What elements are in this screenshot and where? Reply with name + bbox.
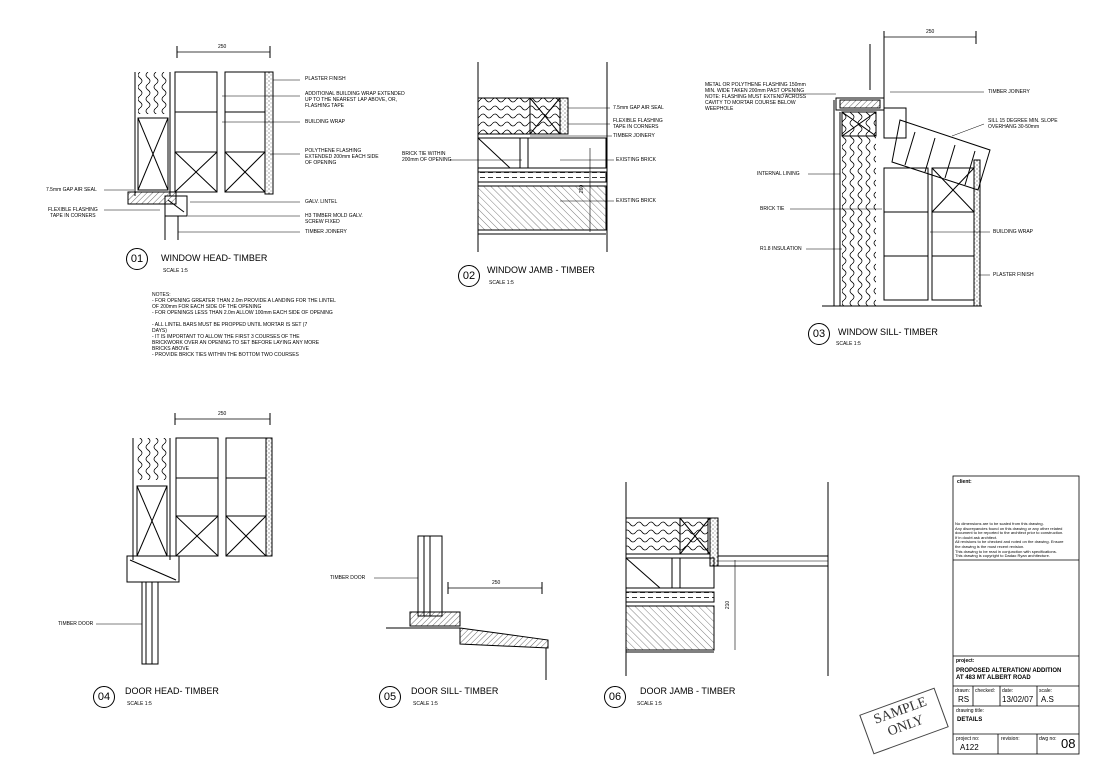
tb-project-no: A122 <box>960 743 979 752</box>
d03-label: PLASTER FINISH <box>993 272 1034 278</box>
tb-date-label: date: <box>1002 688 1014 694</box>
d03-title: WINDOW SILL- TIMBER <box>838 327 938 337</box>
d01-title: WINDOW HEAD- TIMBER <box>161 253 268 263</box>
d03-label: SILL 15 DEGREE MIN. SLOPE OVERHANG 30-50… <box>988 118 1058 130</box>
d02-label: 7.5mm GAP AIR SEAL <box>613 105 664 111</box>
d01-label: TIMBER JOINERY <box>305 229 347 235</box>
tb-revision-label: revision: <box>1001 736 1020 742</box>
detail-06-door-jamb <box>625 482 829 676</box>
d05-dimension: 250 <box>492 580 501 586</box>
d03-label: INTERNAL LINING <box>757 171 800 177</box>
d05-scale: SCALE 1:5 <box>413 701 438 707</box>
tb-drawn-label: drawn: <box>955 688 971 694</box>
tb-project-no-label: project no: <box>956 736 980 742</box>
d01-dimension: 250 <box>218 44 227 50</box>
d03-label: BUILDING WRAP <box>993 229 1034 235</box>
tb-scale-label: scale: <box>1039 688 1053 694</box>
d03-scale: SCALE 1:5 <box>836 341 861 347</box>
d02-number: 02 <box>458 265 480 287</box>
notes-heading: NOTES: <box>152 292 171 298</box>
d04-title: DOOR HEAD- TIMBER <box>125 686 219 696</box>
detail-04-door-head <box>96 413 273 665</box>
tb-drawing-title: DETAILS <box>957 717 983 723</box>
tb-checked-label: checked: <box>975 688 996 694</box>
d06-number: 06 <box>604 686 626 708</box>
d06-dimension: 210 <box>725 600 732 610</box>
d03-label: BRICK TIE <box>760 206 785 212</box>
d01-label: ADDITIONAL BUILDING WRAP EXTENDED UP TO … <box>305 91 405 109</box>
d02-label: EXISTING BRICK <box>616 157 657 163</box>
d04-label: TIMBER DOOR <box>58 621 94 627</box>
detail-03-window-sill <box>782 31 991 307</box>
d01-label: GALV. LINTEL <box>305 199 338 205</box>
d02-label: TIMBER JOINERY <box>613 133 655 139</box>
d03-label: R1.8 INSULATION <box>760 246 802 252</box>
d06-title: DOOR JAMB - TIMBER <box>640 686 736 696</box>
d05-label: TIMBER DOOR <box>330 575 366 581</box>
d02-label: EXISTING BRICK <box>616 198 657 204</box>
tb-client-label: client: <box>957 479 972 485</box>
detail-05-door-sill <box>374 535 549 680</box>
note-line: - IT IS IMPORTANT TO ALLOW THE FIRST 3 C… <box>152 334 320 352</box>
d05-title: DOOR SILL- TIMBER <box>411 686 499 696</box>
tb-project-label: project: <box>956 658 975 664</box>
general-notes: NOTES: - FOR OPENING GREATER THAN 2.0m P… <box>152 292 352 358</box>
d02-label: BRICK TIE WITHIN 200mm OF OPENING <box>402 151 452 163</box>
detail-01-window-head <box>104 46 300 240</box>
d01-label: POLYTHENE FLASHING EXTENDED 200mm EACH S… <box>305 148 379 166</box>
d01-label: 7.5mm GAP AIR SEAL <box>46 187 97 193</box>
d05-number: 05 <box>379 686 401 708</box>
tb-date: 13/02/07 <box>1002 695 1034 704</box>
d01-label: BUILDING WRAP <box>305 119 346 125</box>
title-block-frame <box>952 475 1080 755</box>
d04-number: 04 <box>93 686 115 708</box>
d02-scale: SCALE 1:5 <box>489 280 514 286</box>
d02-label: FLEXIBLE FLASHING TAPE IN CORNERS <box>613 118 663 130</box>
tb-dwg-no-label: dwg no: <box>1039 736 1057 742</box>
tb-project: PROPOSED ALTERATION/ ADDITION AT 483 MT … <box>956 668 1062 681</box>
d02-dimension: 260 <box>579 184 586 194</box>
d01-number: 01 <box>126 248 148 270</box>
detail-02-window-jamb <box>450 62 614 252</box>
d02-title: WINDOW JAMB - TIMBER <box>487 265 595 275</box>
d03-label: TIMBER JOINERY <box>988 89 1030 95</box>
note-line: - FOR OPENING GREATER THAN 2.0m PROVIDE … <box>152 298 336 310</box>
note-line: - ALL LINTEL BARS MUST BE PROPPED UNTIL … <box>152 322 308 334</box>
d01-scale: SCALE 1:5 <box>163 268 188 274</box>
d03-label: METAL OR POLYTHENE FLASHING 150mm MIN. W… <box>705 82 807 112</box>
d03-number: 03 <box>808 323 830 345</box>
d03-dimension: 250 <box>926 29 935 35</box>
d01-label: H3 TIMBER MOLD GALV. SCREW FIXED <box>305 213 363 225</box>
d04-scale: SCALE 1:5 <box>127 701 152 707</box>
d01-label: PLASTER FINISH <box>305 76 346 82</box>
tb-drawn: RS <box>958 695 970 704</box>
d01-label: FLEXIBLE FLASHING TAPE IN CORNERS <box>48 207 98 219</box>
note-line: - PROVIDE BRICK TIES WITHIN THE BOTTOM T… <box>152 352 299 358</box>
tb-drawing-title-label: drawing title: <box>956 708 985 714</box>
d04-dimension: 250 <box>218 411 227 417</box>
tb-dwg-no: 08 <box>1061 736 1076 751</box>
d06-scale: SCALE 1:5 <box>637 701 662 707</box>
note-line: - FOR OPENINGS LESS THAN 2.0m ALLOW 100m… <box>152 310 333 316</box>
tb-disclaimer: No dimensions are to be scaled from this… <box>955 521 1064 559</box>
tb-scale: A.S <box>1041 695 1054 704</box>
